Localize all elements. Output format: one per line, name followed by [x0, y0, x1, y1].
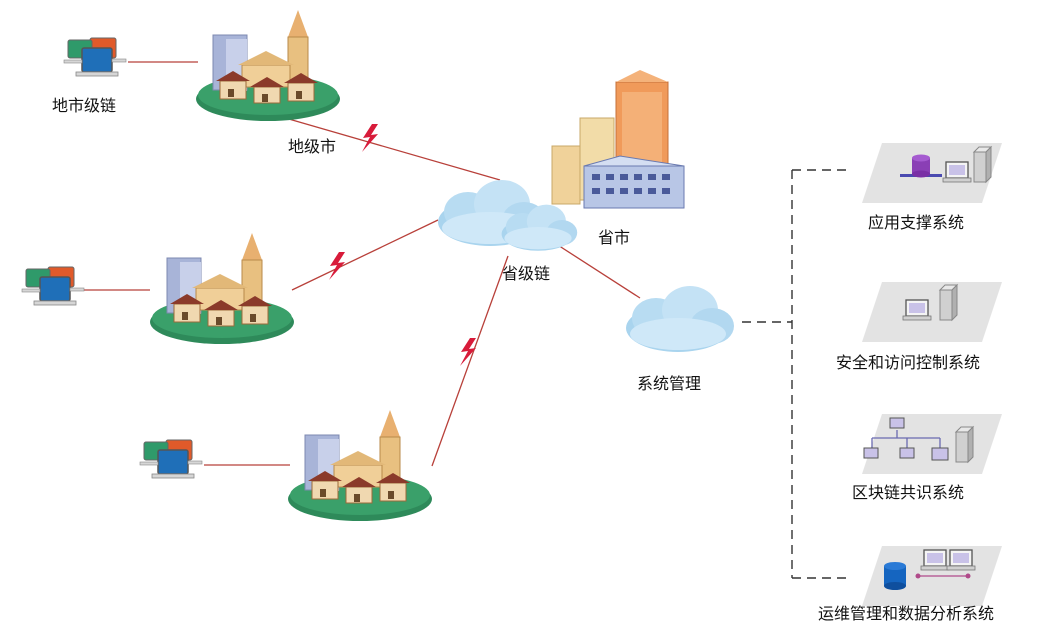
cloud-icon: [626, 286, 734, 352]
province-city-label: 省市: [598, 228, 631, 247]
prefecture-city-label: 地级市: [288, 137, 337, 156]
network-tree-icon: [871, 430, 941, 448]
server-icon: [973, 146, 992, 183]
link-lines: [84, 61, 641, 467]
database-icon: [884, 562, 906, 590]
city-chain-label: 地市级链: [52, 96, 117, 115]
dashed-connectors: [742, 169, 850, 579]
server-icon: [955, 426, 974, 463]
town-icon: [149, 232, 295, 345]
computer-cluster-icon: [139, 439, 203, 479]
province-chain-label: 省级链: [502, 264, 551, 283]
system-label-consensus: 区块链共识系统: [852, 483, 965, 502]
system-panel-app-support: [862, 143, 1002, 203]
town-icon: [287, 409, 433, 522]
lightning-icon: [362, 124, 378, 152]
system-panel-ops: [862, 546, 1002, 606]
computer-icon: [946, 549, 976, 571]
system-label-ops: 运维管理和数据分析系统: [818, 604, 995, 623]
system-label-app-support: 应用支撑系统: [868, 213, 965, 232]
server-icon: [939, 284, 958, 321]
computer-icon: [942, 161, 972, 183]
computer-icon: [902, 299, 932, 321]
town-icon: [195, 9, 341, 122]
computer-cluster-icon: [63, 37, 127, 77]
city-towers-icon: [551, 70, 685, 209]
system-panel-consensus: [862, 414, 1002, 474]
system-management-label: 系统管理: [637, 374, 702, 393]
system-label-security: 安全和访问控制系统: [836, 353, 981, 372]
computer-icon: [863, 417, 949, 461]
computer-icon: [920, 549, 950, 571]
database-icon: [912, 154, 930, 178]
computer-cluster-icon: [21, 266, 85, 306]
system-panel-security: [862, 282, 1002, 342]
